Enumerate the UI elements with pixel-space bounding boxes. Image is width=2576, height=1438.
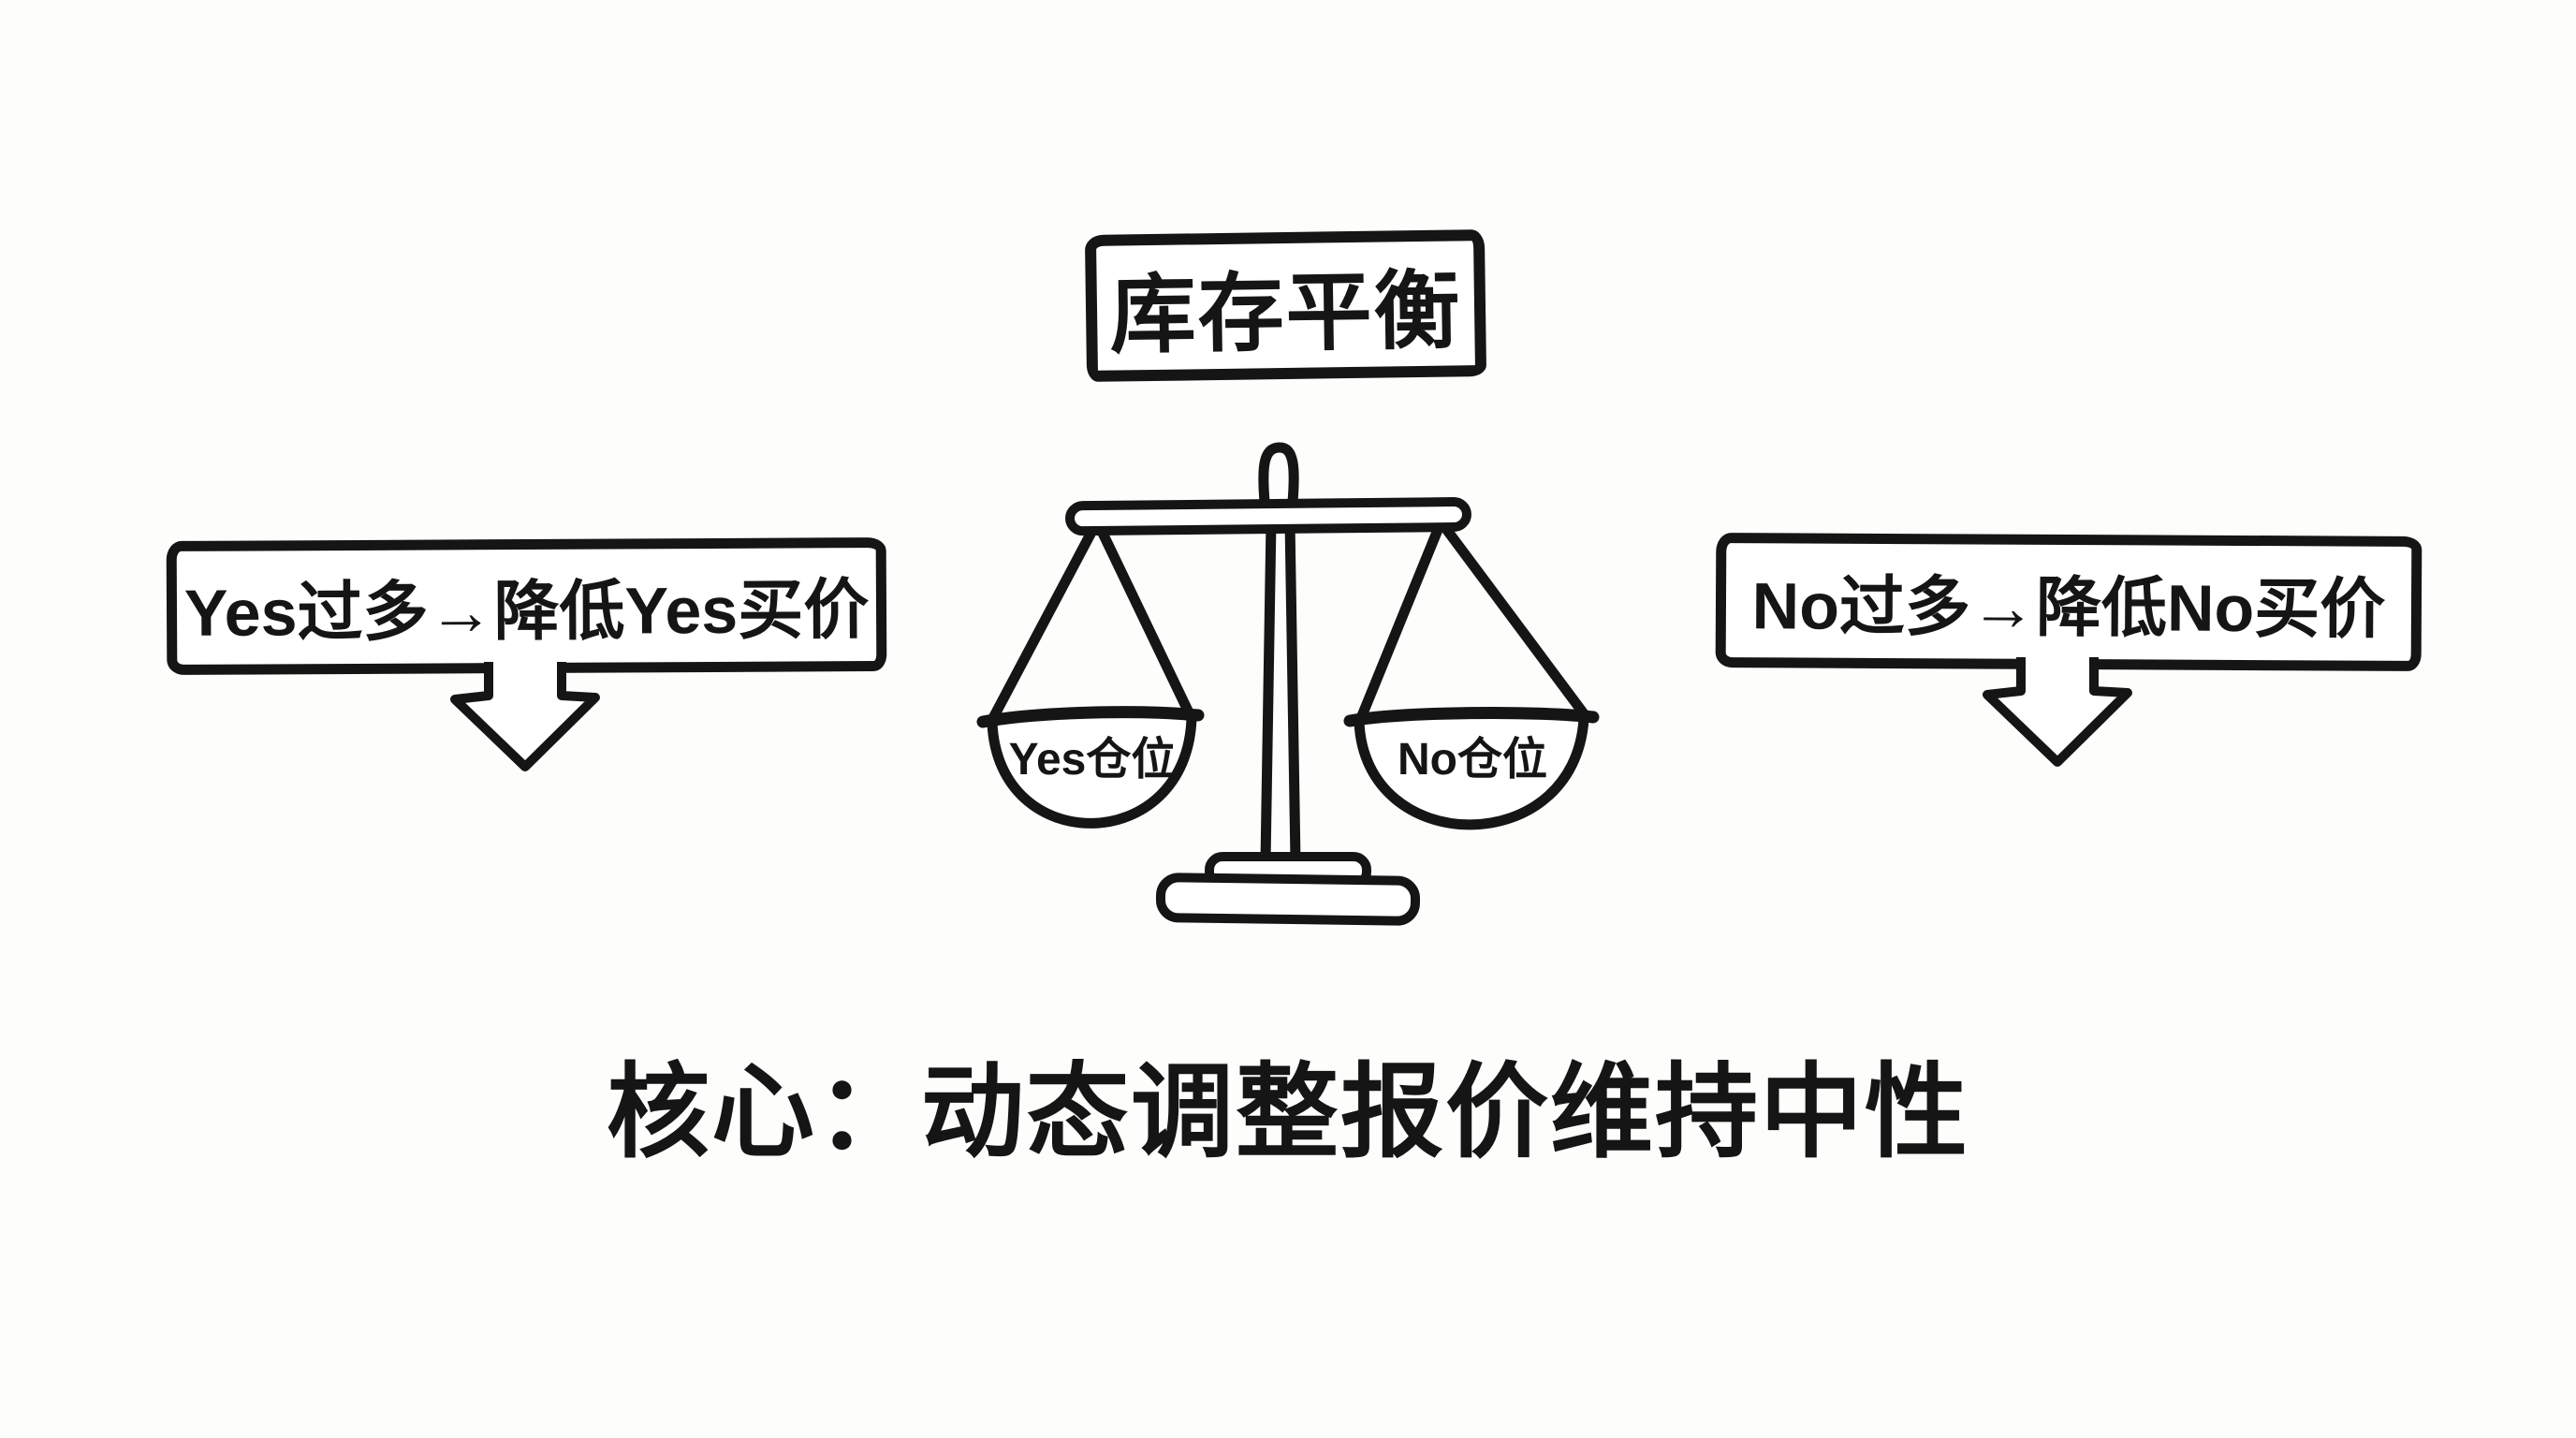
left-string [988,520,1101,722]
title-label: 库存平衡 [1108,263,1463,364]
left-pan-rim [976,706,1205,728]
left-callout-box: Yes过多→降低Yes买价 [166,536,887,676]
left-callout-label: Yes过多→降低Yes买价 [183,573,870,650]
right-pan-label: No仓位 [1398,735,1547,785]
scale-base-lower [1155,873,1421,926]
scale-loop [1258,442,1299,518]
core-statement: 核心：动态调整报价维持中性 [607,1055,1969,1170]
down-arrow-icon [1983,657,2132,767]
scale-pole-right-edge [1284,516,1301,867]
right-pan-rim [1343,706,1600,727]
down-arrow-icon [450,662,600,771]
scale-pole-left-edge [1260,516,1277,867]
right-callout-label: No过多→降低No买价 [1751,568,2386,646]
scale-beam [1065,497,1471,536]
left-pan-label: Yes仓位 [1009,735,1177,785]
left-pan-bowl [987,712,1197,829]
right-string [1438,520,1591,722]
right-string [1355,520,1445,724]
right-pan-bowl [1354,713,1589,830]
right-callout: No过多→降低No买价 [1715,533,2422,787]
title-box: 库存平衡 [1084,229,1487,382]
right-callout-box: No过多→降低No买价 [1715,533,2422,671]
left-string [1093,520,1194,718]
left-callout: Yes过多→降低Yes买价 [166,536,887,792]
balance-scale-icon: Yes仓位 No仓位 [976,442,1600,926]
